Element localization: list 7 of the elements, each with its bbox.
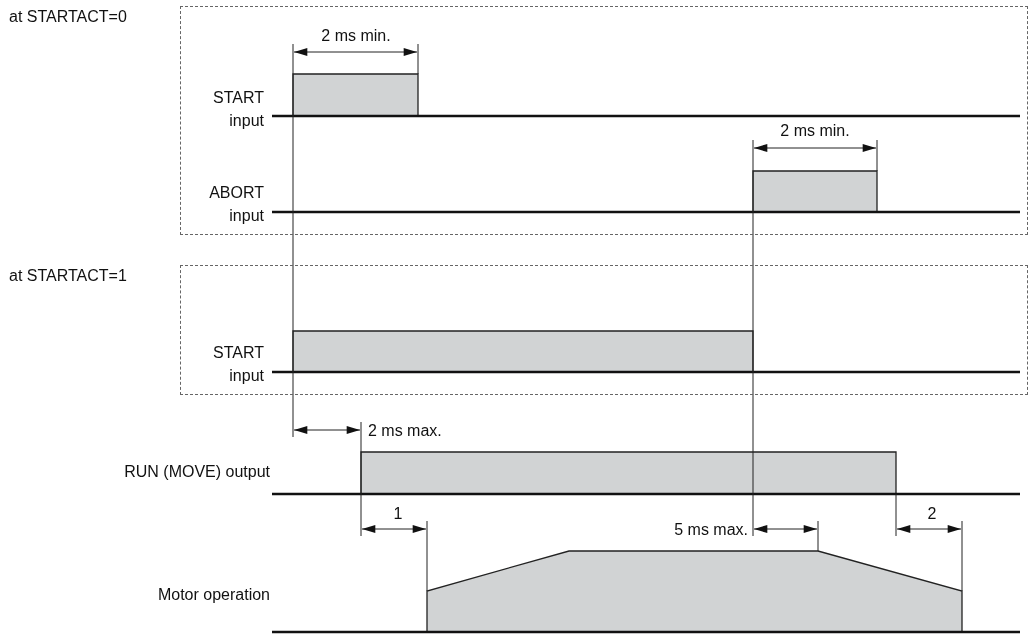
signal-name: START input — [212, 343, 265, 386]
signal-name: Motor operation — [156, 586, 271, 604]
signal-name: START input — [212, 88, 265, 131]
signal-name: ABORT input — [208, 183, 265, 226]
signal-name: RUN (MOVE) output — [123, 463, 271, 481]
group-heading: at STARTACT=1 — [9, 266, 127, 286]
group-heading: at STARTACT=0 — [9, 7, 127, 27]
